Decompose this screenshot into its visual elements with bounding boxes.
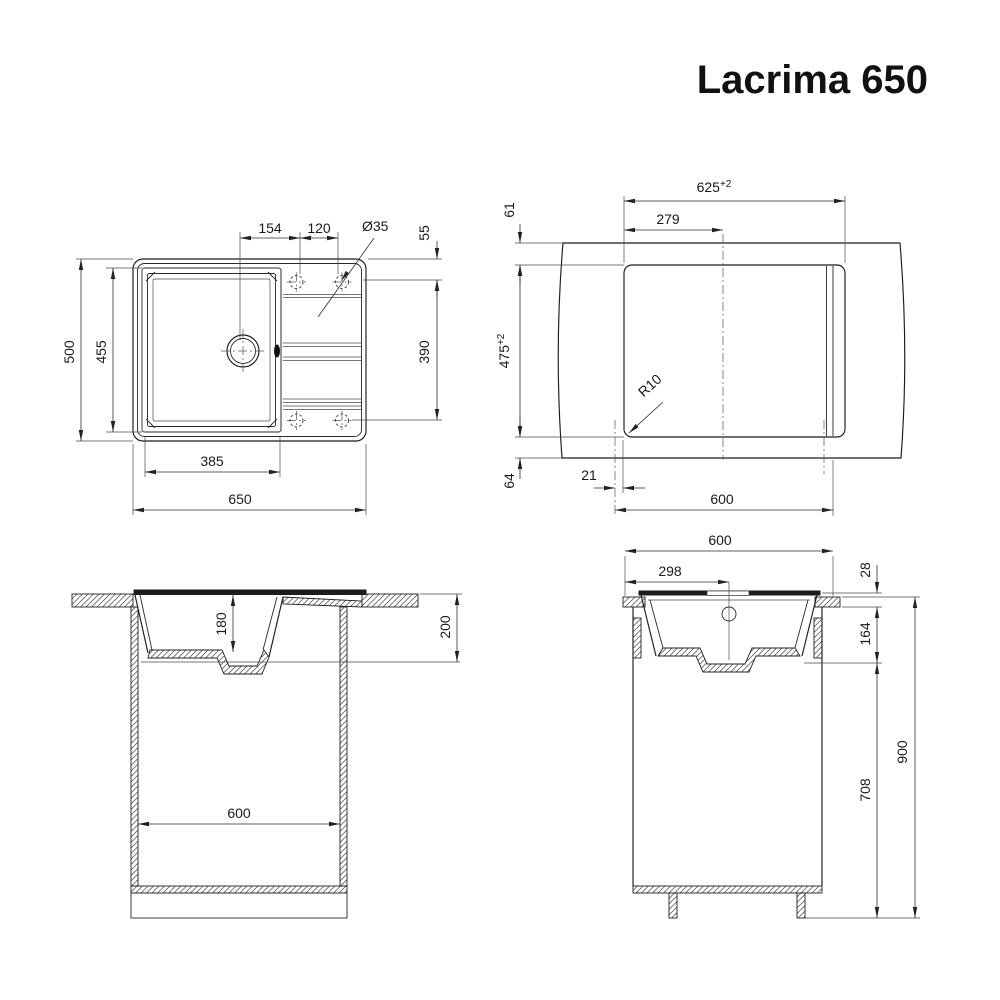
countertop-section	[622, 596, 646, 608]
bowl-wall	[262, 596, 278, 651]
drain-hole	[221, 329, 265, 373]
dim-200: 200	[420, 593, 462, 662]
overflow-slot	[706, 590, 750, 596]
sink-rim-section	[133, 589, 367, 595]
dim-500-455: 500 455	[61, 258, 142, 442]
dim-154-120: 154 120	[239, 220, 339, 340]
dim-55-390: 55 390	[352, 225, 442, 421]
bowl-wall	[134, 594, 149, 654]
dim-385-650: 385 650	[132, 436, 367, 515]
dim-label: 390	[416, 340, 432, 364]
dim-label: 600	[710, 491, 734, 507]
dim-label: 279	[656, 211, 680, 227]
plinth	[130, 892, 348, 919]
dim-label: 55	[416, 225, 432, 241]
worktop-outline	[557, 242, 906, 459]
cabinet-leg	[796, 892, 806, 919]
dim-600-side: 600	[624, 532, 834, 596]
dim-label: 650	[228, 491, 252, 507]
faucet-holes	[287, 272, 352, 430]
bowl	[141, 267, 282, 433]
dim-right-chain: 28 164 708 900	[804, 562, 920, 919]
countertop-section	[814, 596, 841, 608]
dim-label: 164	[857, 622, 873, 646]
dim-label: Ø35	[362, 218, 389, 234]
dim-label: 625+2	[697, 179, 732, 195]
cabinet-leg	[668, 892, 678, 919]
sink-rim-inner	[137, 263, 362, 437]
dim-label: 200	[437, 615, 453, 639]
dim-180: 180	[213, 595, 236, 652]
dim-298: 298	[625, 563, 729, 585]
dim-label: 385	[200, 453, 224, 469]
dim-21-600: 21 600	[581, 440, 834, 516]
dim-600-front: 600	[138, 805, 340, 827]
cabinet-rail-section	[813, 617, 823, 659]
cabinet-wall-section	[130, 606, 139, 887]
drainboard-section	[282, 596, 363, 608]
dim-label: 154	[258, 220, 282, 236]
sink-outline	[132, 258, 367, 442]
dim-label: 455	[93, 340, 109, 364]
dim-label: 475+2	[496, 333, 512, 368]
top-view: 154 120 Ø35 55 390	[61, 218, 442, 515]
bowl-wall	[139, 594, 153, 651]
bowl-wall	[640, 594, 657, 657]
drawing-title: Lacrima 650	[696, 58, 928, 102]
dim-61-475-64: 61 475+2 64	[496, 202, 624, 489]
dim-label: 28	[857, 562, 873, 578]
dim-label: R10	[635, 371, 665, 400]
dim-hole-diameter: Ø35	[317, 218, 389, 318]
cabinet-bottom-section	[130, 885, 348, 894]
dim-label: 600	[708, 532, 732, 548]
front-section-view: 180 200 600	[71, 589, 462, 919]
bowl-wall	[794, 599, 809, 649]
dim-625-279: 625+2 279	[623, 179, 846, 263]
bowl-bottom-section	[657, 647, 801, 673]
cabinet-bottom-section	[632, 885, 823, 894]
bowl-bottom-section	[147, 649, 270, 675]
drainboard-grooves	[283, 294, 361, 410]
overflow-slot	[274, 344, 280, 358]
dim-label: 21	[581, 467, 597, 483]
bowl-wall	[801, 594, 818, 657]
dim-label: 600	[227, 805, 251, 821]
dim-label: 180	[213, 612, 229, 636]
dim-label: 500	[61, 340, 77, 364]
dim-label: 708	[857, 778, 873, 802]
dim-label: 64	[501, 473, 517, 489]
dim-label: 120	[307, 220, 331, 236]
cabinet-rail-section	[632, 617, 642, 659]
bowl-wall	[649, 599, 664, 649]
dim-corner-radius: R10	[628, 371, 665, 434]
dim-label: 298	[658, 563, 682, 579]
cutout-view: 625+2 279 61 475+2 64	[496, 179, 906, 516]
side-section-view: 600 298 28 164 708 900	[622, 532, 920, 919]
cabinet-wall-section	[339, 606, 348, 887]
dim-label: 900	[894, 740, 910, 764]
bowl-wall	[268, 596, 284, 658]
countertop-section	[361, 593, 419, 608]
dim-label: 61	[501, 202, 517, 218]
countertop-section	[71, 593, 134, 608]
cutout-rect	[623, 264, 846, 438]
